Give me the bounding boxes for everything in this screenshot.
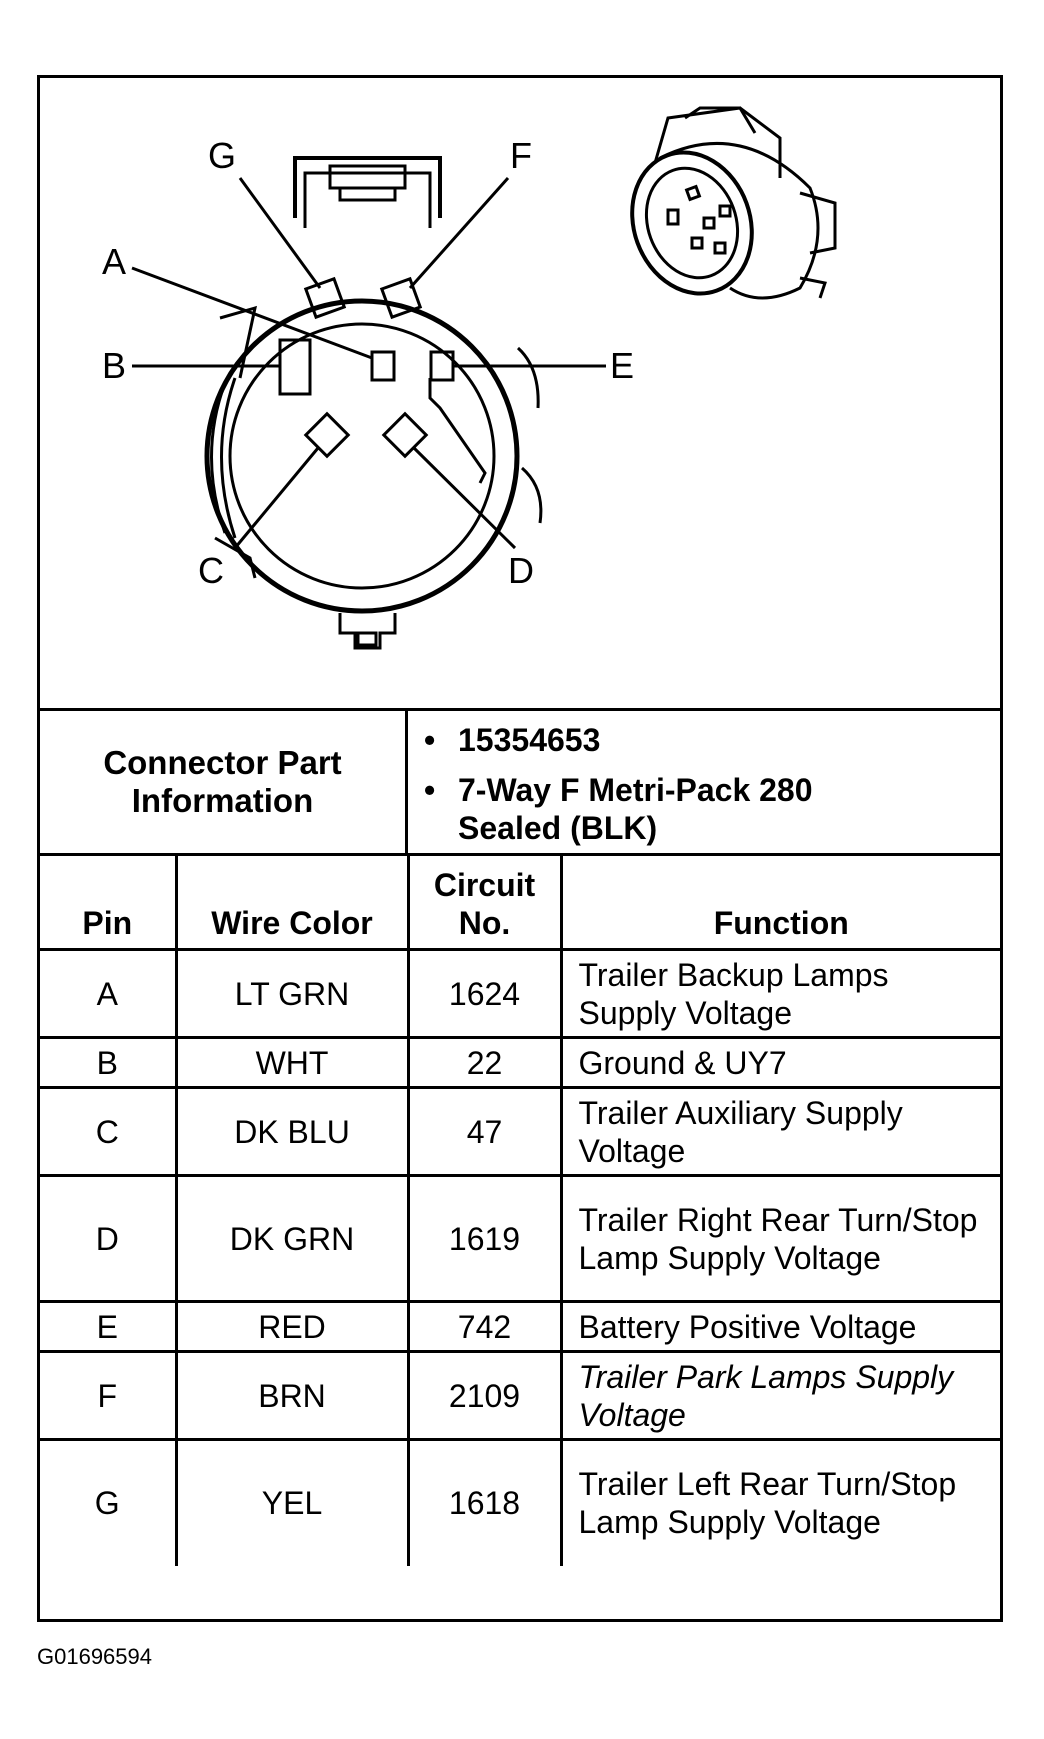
cell-wire-color: DK BLU	[174, 1086, 410, 1177]
pin-label-b: B	[102, 345, 126, 386]
leader-line-g	[238, 177, 322, 289]
cell-circuit-no: 1618	[406, 1438, 563, 1566]
leader-line-f	[408, 177, 510, 289]
pin-cavity-d	[381, 411, 429, 459]
cell-wire-color: BRN	[174, 1350, 410, 1441]
cell-circuit-no: 1624	[406, 948, 563, 1039]
header-circuit-no: Circuit No.	[406, 856, 563, 951]
connector-isometric-view	[630, 106, 837, 300]
leader-line-c	[233, 447, 320, 549]
cell-wire-color: WHT	[174, 1036, 410, 1089]
cell-circuit-no: 1619	[406, 1174, 563, 1303]
pin-label-c: C	[198, 550, 224, 591]
cell-circuit-no: 47	[406, 1086, 563, 1177]
cell-pin: A	[40, 948, 178, 1039]
cell-circuit-no: 22	[406, 1036, 563, 1089]
table-row: G YEL 1618 Trailer Left Rear Turn/Stop L…	[40, 1438, 1000, 1566]
cell-circuit-no: 2109	[406, 1350, 563, 1441]
cell-function: Trailer Backup Lamps Supply Voltage	[559, 948, 1000, 1039]
connector-info-label: Connector Part Information	[40, 711, 408, 853]
leader-line-a	[131, 266, 373, 360]
pin-cavity-f	[379, 276, 423, 320]
table-row: C DK BLU 47 Trailer Auxiliary Supply Vol…	[40, 1086, 1000, 1177]
cell-function: Trailer Right Rear Turn/Stop Lamp Supply…	[559, 1174, 1000, 1303]
connector-body-outline	[204, 156, 543, 650]
cell-function: Trailer Left Rear Turn/Stop Lamp Supply …	[559, 1438, 1000, 1566]
cell-wire-color: YEL	[174, 1438, 410, 1566]
table-row: D DK GRN 1619 Trailer Right Rear Turn/St…	[40, 1174, 1000, 1303]
pin-cavity-a	[370, 350, 396, 382]
cell-wire-color: LT GRN	[174, 948, 410, 1039]
pin-cavity-c	[303, 411, 351, 459]
header-pin: Pin	[40, 856, 178, 951]
connector-info-bullets: 15354653 7-Way F Metri-Pack 280 Sealed (…	[408, 711, 1000, 853]
table-row: A LT GRN 1624 Trailer Backup Lamps Suppl…	[40, 948, 1000, 1039]
pin-cavity-g	[303, 276, 347, 320]
cell-function: Trailer Auxiliary Supply Voltage	[559, 1086, 1000, 1177]
cell-pin: G	[40, 1438, 178, 1566]
pin-label-d: D	[508, 550, 534, 591]
cell-pin: F	[40, 1350, 178, 1441]
connector-description: 7-Way F Metri-Pack 280 Sealed (BLK)	[424, 771, 898, 847]
pin-label-g: G	[208, 135, 236, 176]
connector-part-number: 15354653	[424, 721, 898, 759]
figure-id: G01696594	[37, 1644, 152, 1669]
table-row: F BRN 2109 Trailer Park Lamps Supply Vol…	[40, 1350, 1000, 1441]
cell-pin: C	[40, 1086, 178, 1177]
header-function: Function	[559, 856, 1000, 951]
cell-function: Ground & UY7	[559, 1036, 1000, 1089]
pin-label-a: A	[102, 241, 126, 282]
cell-pin: D	[40, 1174, 178, 1303]
connector-figure-frame: G F A B E C D Connector Part Infor	[37, 75, 1003, 1622]
cell-function: Trailer Park Lamps Supply Voltage	[559, 1350, 1000, 1441]
leader-line-d	[412, 446, 517, 550]
connector-part-information: Connector Part Information 15354653 7-Wa…	[40, 708, 1000, 856]
cell-wire-color: RED	[174, 1300, 410, 1353]
cell-function: Battery Positive Voltage	[559, 1300, 1000, 1353]
cell-circuit-no: 742	[406, 1300, 563, 1353]
header-wire-color: Wire Color	[174, 856, 410, 951]
table-row: E RED 742 Battery Positive Voltage	[40, 1300, 1000, 1353]
table-row: B WHT 22 Ground & UY7	[40, 1036, 1000, 1089]
cell-pin: B	[40, 1036, 178, 1089]
connector-face-diagram: G F A B E C D	[102, 106, 837, 650]
cell-pin: E	[40, 1300, 178, 1353]
table-header-row: Pin Wire Color Circuit No. Function	[40, 856, 1000, 951]
pin-label-f: F	[510, 135, 532, 176]
pin-label-e: E	[610, 345, 634, 386]
pinout-table: Pin Wire Color Circuit No. Function A LT…	[40, 856, 1000, 1566]
cell-wire-color: DK GRN	[174, 1174, 410, 1303]
